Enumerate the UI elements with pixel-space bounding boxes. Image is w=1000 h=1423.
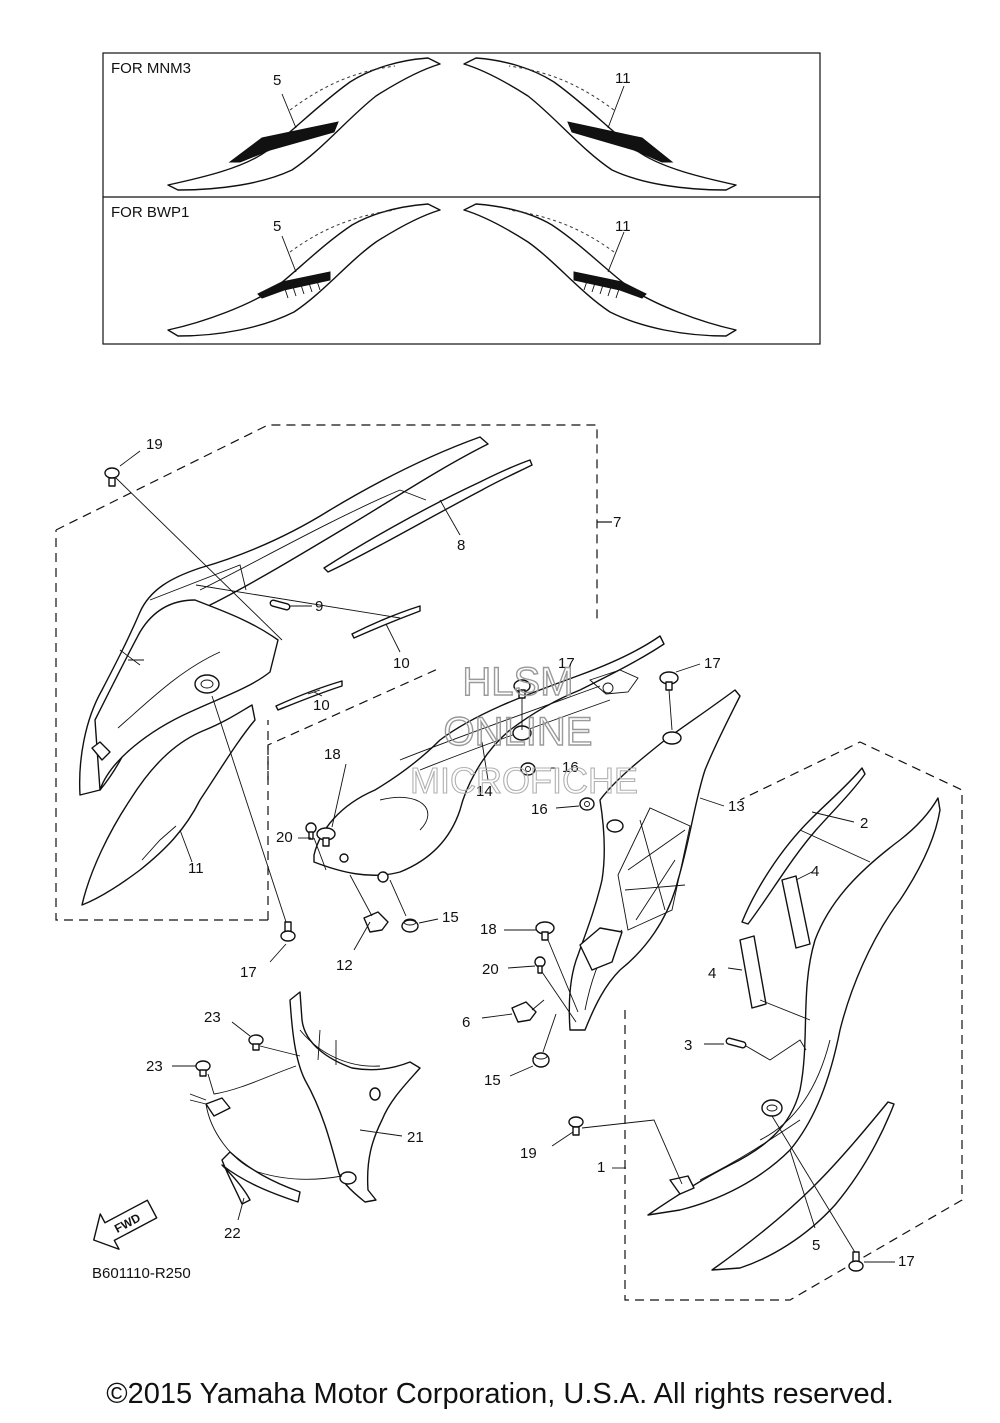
callout-5-mnm3: 5 <box>273 72 281 89</box>
part-9 <box>269 599 291 611</box>
callout-16b: 16 <box>531 801 548 818</box>
screw-23-upper <box>248 1034 264 1051</box>
callout-20b: 20 <box>482 961 499 978</box>
inner-duct-group: 13 18 20 6 15 <box>462 689 745 1089</box>
callout-20a: 20 <box>276 829 293 846</box>
watermark-line3: MICROFICHE <box>410 760 638 801</box>
callout-17d: 17 <box>898 1253 915 1270</box>
callout-5: 5 <box>812 1237 820 1254</box>
bwp1-right-decal: 11 <box>463 203 737 337</box>
stripe-8 <box>323 459 533 573</box>
strip-22 <box>221 1151 301 1205</box>
callout-11-mnm3: 11 <box>615 70 631 87</box>
decal-11 <box>81 704 256 906</box>
lower-cover-group: 21 22 23 23 <box>146 991 424 1242</box>
callout-21: 21 <box>407 1129 424 1146</box>
callout-11: 11 <box>188 860 204 877</box>
bolt-17-left <box>280 921 296 942</box>
callout-5-bwp1: 5 <box>273 218 281 235</box>
screw-18-left <box>316 827 336 847</box>
panel-label-bwp1: FOR BWP1 <box>111 204 189 221</box>
assembly-1-dashed-box <box>624 741 963 1301</box>
callout-8: 8 <box>457 537 465 554</box>
callout-23a: 23 <box>204 1009 221 1026</box>
callout-12: 12 <box>336 957 353 974</box>
callout-18a: 18 <box>324 746 341 763</box>
callout-4a: 4 <box>811 863 819 880</box>
strip-10b <box>275 680 343 711</box>
bolt-17-top-right <box>659 671 679 691</box>
callout-4b: 4 <box>708 965 716 982</box>
callout-7: 7 <box>613 514 621 531</box>
inner-cover-14 <box>313 635 665 876</box>
watermark: HLSM ONLINE MICROFICHE <box>409 659 638 801</box>
grommet-15-a <box>401 918 419 933</box>
left-side-cover-assembly: 7 11 8 9 10 10 <box>55 424 621 981</box>
nut-16-center <box>520 762 536 776</box>
callout-17b: 17 <box>558 655 575 672</box>
callout-17c: 17 <box>704 655 721 672</box>
callout-10b: 10 <box>313 697 330 714</box>
clip-6 <box>511 1001 537 1023</box>
callout-13: 13 <box>728 798 745 815</box>
right-side-cover-assembly: 5 2 4 4 3 19 1 <box>520 741 963 1301</box>
fwd-arrow-icon: FWD <box>93 1199 158 1250</box>
screw-23-lower <box>195 1060 211 1077</box>
callout-2: 2 <box>860 815 868 832</box>
callout-15a: 15 <box>442 909 459 926</box>
strip-4b <box>739 935 767 1009</box>
bwp1-left-decal: 5 <box>167 203 441 337</box>
callout-22: 22 <box>224 1225 241 1242</box>
watermark-line2: ONLINE <box>444 710 593 754</box>
grommet-15-b <box>532 1052 550 1068</box>
screw-20-left <box>305 822 317 840</box>
callout-17a: 17 <box>240 964 257 981</box>
callout-6: 6 <box>462 1014 470 1031</box>
callout-10a: 10 <box>393 655 410 672</box>
bolt-19-top <box>104 467 120 487</box>
bolt-19-bottom <box>568 1116 584 1136</box>
bolt-17-center <box>513 679 531 699</box>
callout-1: 1 <box>597 1159 605 1176</box>
callout-15b: 15 <box>484 1072 501 1089</box>
stripe-2 <box>741 767 866 925</box>
callout-3: 3 <box>684 1037 692 1054</box>
variant-panels: FOR MNM3 FOR BWP1 5 11 5 <box>102 52 821 345</box>
mnm3-left-decal: 5 <box>167 57 441 191</box>
callout-14: 14 <box>476 783 493 800</box>
variant-panel-frame <box>102 52 821 345</box>
watermark-line1: HLSM <box>462 660 573 704</box>
panel-label-mnm3: FOR MNM3 <box>111 60 191 77</box>
inner-cover-group: 14 18 20 12 15 <box>267 635 665 974</box>
callout-19b: 19 <box>520 1145 537 1162</box>
callout-9: 9 <box>315 598 323 615</box>
bolt-17-right <box>848 1251 864 1272</box>
callout-11-bwp1: 11 <box>615 218 631 235</box>
decal-5 <box>711 1101 895 1271</box>
callout-23b: 23 <box>146 1058 163 1075</box>
nut-16-right <box>579 797 595 811</box>
strip-4a <box>781 875 811 949</box>
diagram-code: B601110-R250 <box>92 1265 191 1282</box>
callout-19a: 19 <box>146 436 163 453</box>
strip-10a <box>351 605 421 639</box>
copyright-notice: ©2015 Yamaha Motor Corporation, U.S.A. A… <box>106 1378 894 1410</box>
mnm3-right-decal: 11 <box>463 57 737 191</box>
part-3 <box>725 1037 747 1049</box>
screw-20-right <box>534 956 546 974</box>
clip-12 <box>363 911 389 933</box>
top-fasteners: 17 16 16 17 <box>513 655 721 818</box>
callout-16a: 16 <box>562 759 579 776</box>
lower-cover-21 <box>289 991 421 1203</box>
screw-18-right <box>535 921 555 941</box>
callout-18b: 18 <box>480 921 497 938</box>
